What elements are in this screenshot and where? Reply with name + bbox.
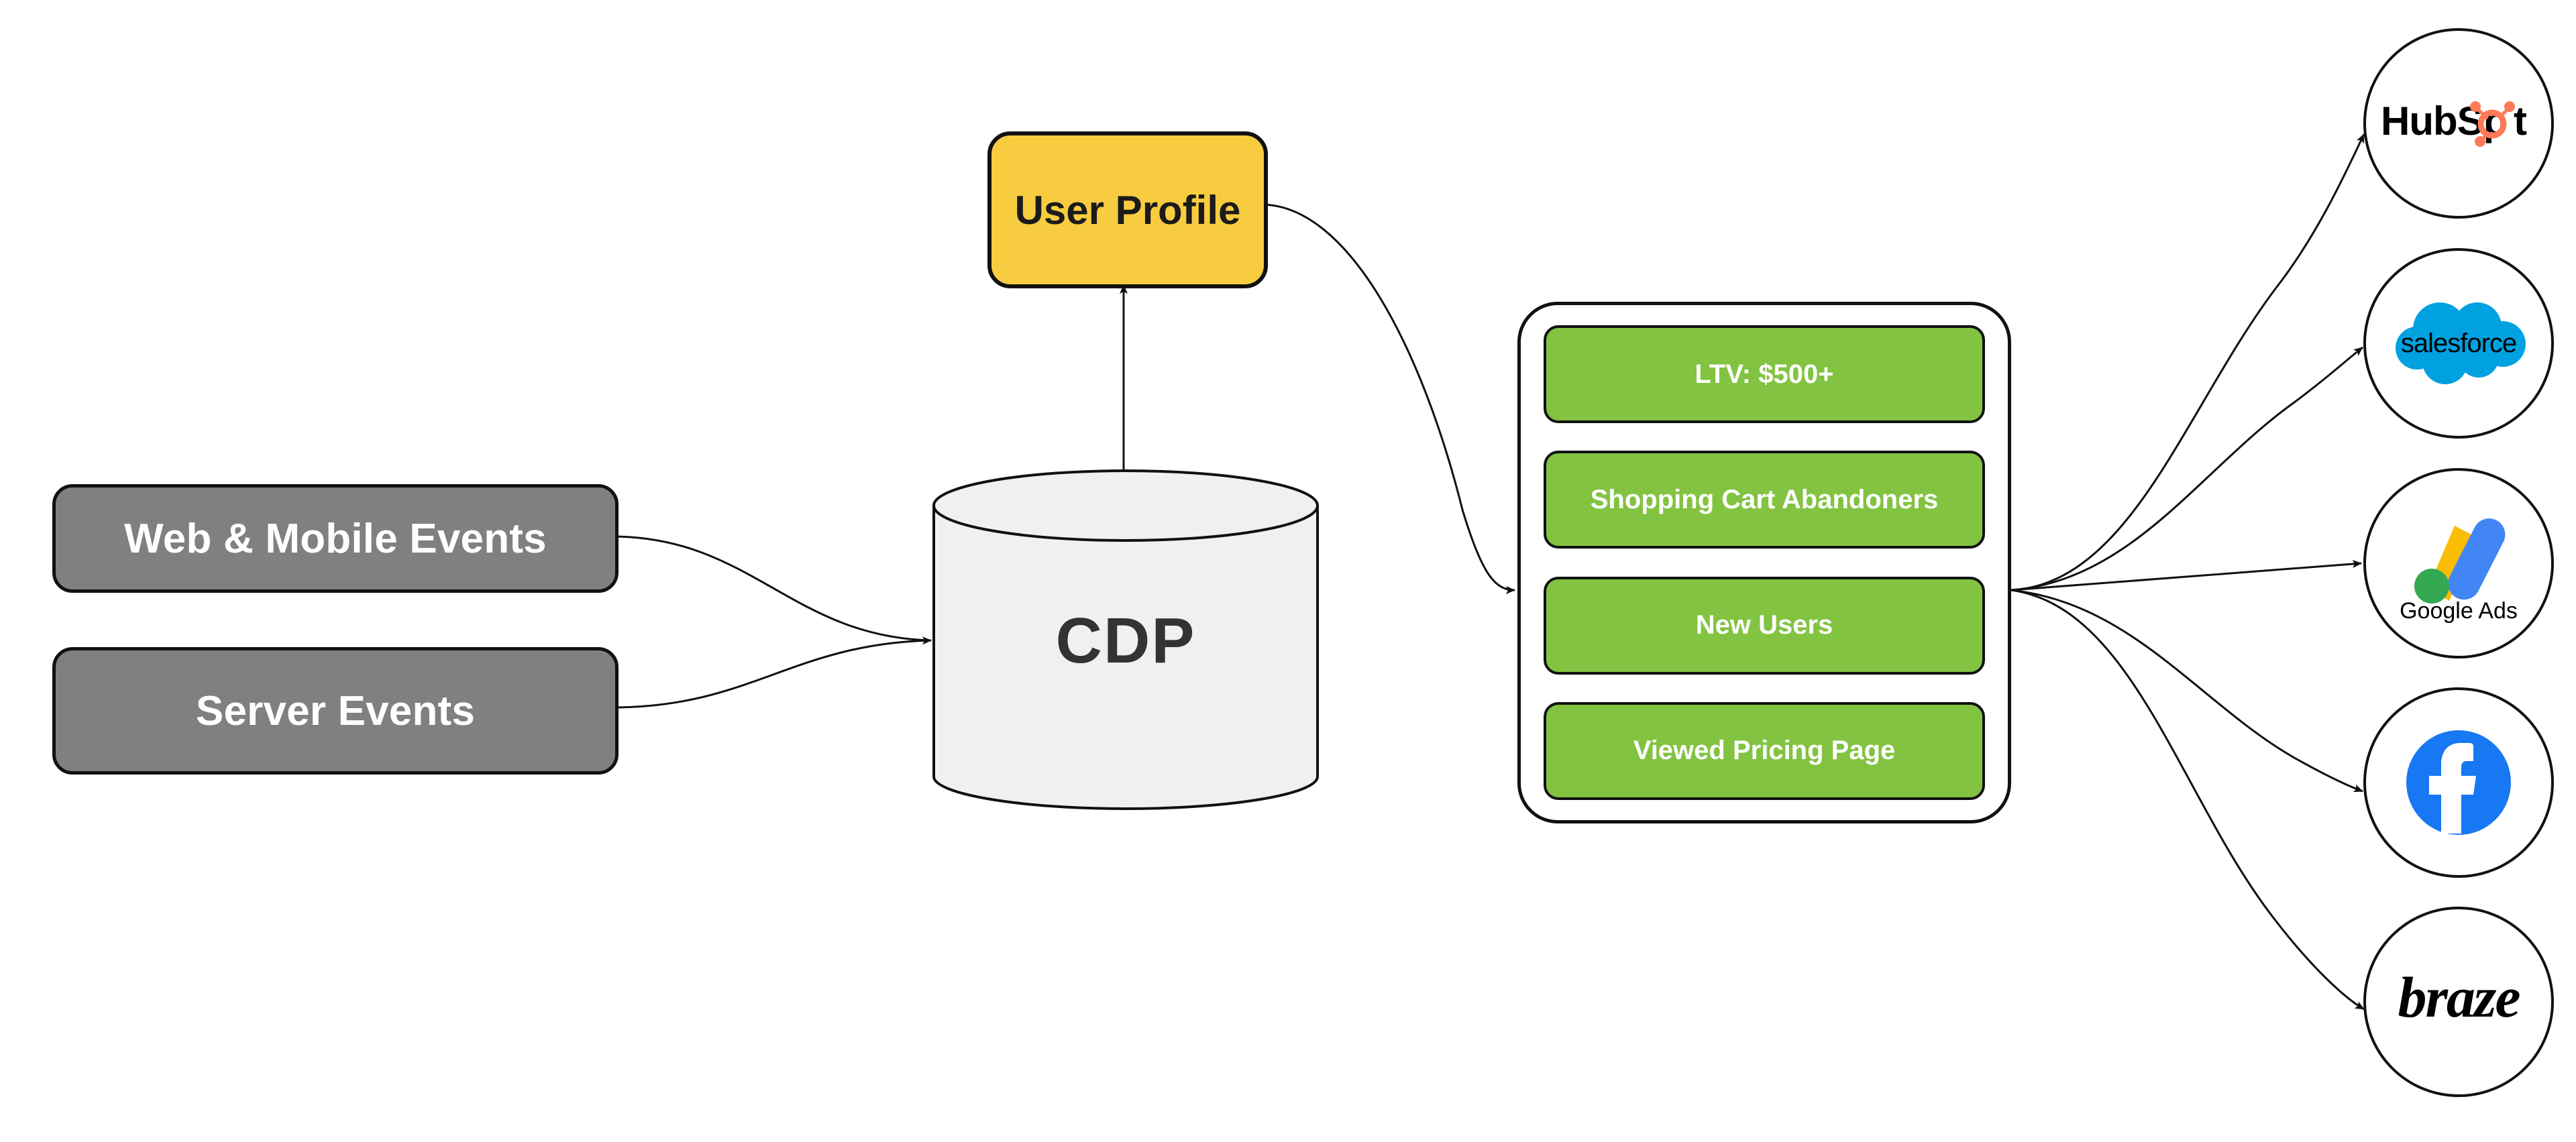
google-ads-blue-bar-icon xyxy=(2448,518,2506,600)
destination-google-ads[interactable]: Google Ads xyxy=(2363,468,2554,659)
edge-web-mobile-to-cdp xyxy=(611,535,932,642)
segments-container: LTV: $500+ Shopping Cart Abandoners New … xyxy=(1517,302,2011,823)
hubspot-wordmark-tail: t xyxy=(2514,99,2527,144)
user-profile-box[interactable]: User Profile xyxy=(987,131,1268,288)
google-ads-green-circle-icon xyxy=(2414,569,2449,604)
source-label-server-events: Server Events xyxy=(195,687,476,734)
facebook-f-glyph-icon xyxy=(2429,743,2476,834)
segment-chip-ltv[interactable]: LTV: $500+ xyxy=(1544,325,1985,423)
google-ads-logo-icon: Google Ads xyxy=(2366,471,2551,656)
segment-chip-new-users[interactable]: New Users xyxy=(1544,576,1985,675)
edge-server-to-cdp xyxy=(611,636,932,709)
cdp-cylinder-shape xyxy=(932,469,1319,811)
braze-wordmark-text: braze xyxy=(2398,965,2520,1029)
facebook-mark-icon xyxy=(2406,730,2511,835)
edge-segments-to-salesforce xyxy=(2010,346,2363,591)
hubspot-wordmark-icon: HubSp t xyxy=(2381,99,2528,147)
segment-label-ltv: LTV: $500+ xyxy=(1695,359,1834,389)
segment-chip-shopping-cart-abandoners[interactable]: Shopping Cart Abandoners xyxy=(1544,451,1985,549)
destination-salesforce[interactable]: salesforce xyxy=(2363,248,2554,439)
source-box-web-mobile-events[interactable]: Web & Mobile Events xyxy=(52,484,619,593)
segment-chip-viewed-pricing-page[interactable]: Viewed Pricing Page xyxy=(1544,701,1985,800)
destination-facebook[interactable] xyxy=(2363,687,2554,878)
segment-label-viewed-pricing-page: Viewed Pricing Page xyxy=(1633,736,1896,766)
cdp-cylinder[interactable]: CDP xyxy=(931,468,1320,814)
facebook-logo-icon xyxy=(2366,690,2551,875)
segment-label-shopping-cart-abandoners: Shopping Cart Abandoners xyxy=(1590,484,1939,514)
destination-braze[interactable]: braze xyxy=(2363,907,2554,1097)
hubspot-logo-icon: HubSp t xyxy=(2366,31,2551,216)
salesforce-wordmark-text: salesforce xyxy=(2401,329,2516,358)
user-profile-label: User Profile xyxy=(1014,187,1241,233)
segment-label-new-users: New Users xyxy=(1695,610,1833,640)
hubspot-sprocket-icon xyxy=(2470,101,2515,147)
google-ads-mark-icon: Google Ads xyxy=(2400,518,2518,624)
salesforce-logo-icon: salesforce xyxy=(2366,251,2551,436)
edge-segments-to-facebook xyxy=(2010,589,2363,793)
destination-hubspot[interactable]: HubSp t xyxy=(2363,28,2554,219)
source-box-server-events[interactable]: Server Events xyxy=(52,647,619,775)
edge-segments-to-google-ads xyxy=(2010,560,2362,591)
braze-logo-icon: braze xyxy=(2366,909,2551,1094)
edge-segments-to-braze xyxy=(2010,589,2365,1011)
salesforce-cloud-icon: salesforce xyxy=(2396,302,2526,384)
braze-wordmark-icon: braze xyxy=(2398,965,2521,1029)
google-ads-wordmark-text: Google Ads xyxy=(2400,598,2518,624)
cdp-label: CDP xyxy=(1055,605,1196,677)
edge-user-profile-to-segments xyxy=(1260,203,1515,594)
edge-segments-to-hubspot xyxy=(2010,133,2365,591)
source-label-web-mobile-events: Web & Mobile Events xyxy=(124,515,547,562)
